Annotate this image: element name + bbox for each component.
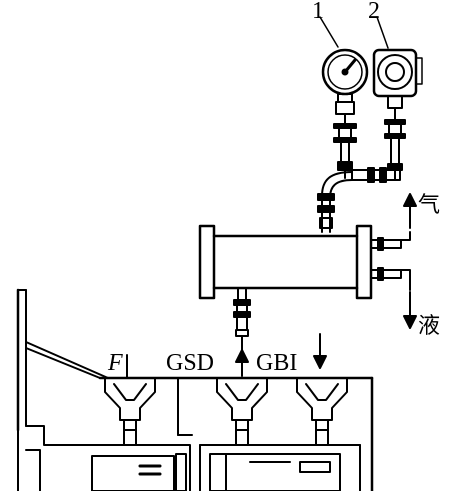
gas-label: 气 [418,193,440,218]
hopper-1 [104,377,156,446]
gas-outlet-arrow [403,193,417,229]
sampling-line [233,287,251,377]
apparatus-frame [16,288,374,493]
liquid-outlet-arrow [403,291,417,329]
hopper-3 [296,377,348,446]
pressure-transmitter [372,16,423,171]
separator-vessel [198,224,411,300]
transmitter-number-label: 2 [368,0,380,24]
hopper-2 [216,377,268,446]
liquid-label: 液 [418,314,440,339]
force-label: F [107,350,123,376]
base-units [91,453,341,492]
gsd-label: GSD [166,350,214,376]
gbi-arrow [313,333,327,369]
pressure-gauge [319,16,369,171]
gauge-number-label: 1 [312,0,324,24]
gbi-label: GBI [256,350,297,376]
impulse-piping [317,167,401,233]
